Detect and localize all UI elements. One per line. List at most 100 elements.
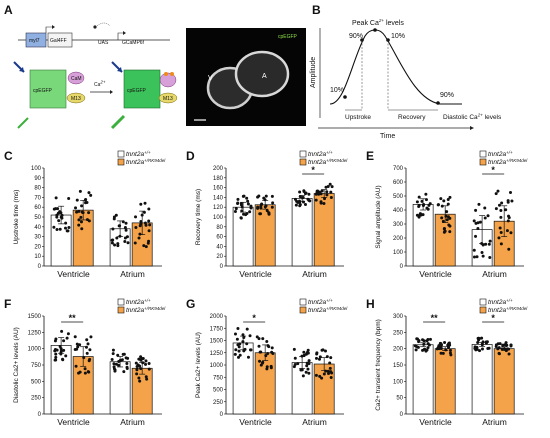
data-point [506, 219, 510, 223]
data-point [504, 208, 508, 212]
y-tick-label: 100 [31, 166, 42, 172]
data-point [84, 345, 88, 349]
legend-sup-mutant: +/RK94del [144, 158, 166, 163]
data-point [413, 344, 417, 348]
data-point [439, 351, 443, 355]
y-tick-label: 500 [393, 194, 404, 200]
upstroke-label: Upstroke [345, 114, 371, 121]
data-point [445, 210, 449, 214]
panel-f-label: F [4, 297, 11, 311]
data-point [486, 214, 490, 218]
legend-swatch-control [299, 150, 307, 158]
data-point [142, 244, 146, 248]
data-point [415, 200, 419, 204]
data-point [75, 210, 79, 214]
bar [131, 367, 153, 415]
data-point [143, 221, 147, 225]
data-point [246, 199, 250, 203]
data-point [236, 201, 240, 205]
data-point [123, 225, 127, 229]
category-label: Ventricle [57, 269, 90, 279]
data-point [138, 232, 142, 236]
data-point [237, 349, 241, 353]
data-point [319, 201, 323, 205]
data-point [484, 340, 488, 344]
significance-label: * [311, 165, 315, 175]
data-point [246, 355, 250, 359]
uas-dot [93, 25, 97, 29]
data-point [134, 215, 138, 219]
data-point [62, 339, 66, 343]
data-point [329, 356, 333, 360]
data-point [125, 365, 129, 369]
data-point [505, 229, 509, 233]
y-tick-label: 200 [393, 236, 404, 242]
y-tick-label: 0 [38, 412, 42, 418]
data-point [134, 226, 138, 230]
data-point [417, 195, 421, 199]
y-tick-label: 160 [213, 186, 224, 192]
data-point [420, 199, 424, 203]
data-point [78, 370, 82, 374]
data-point [303, 202, 307, 206]
data-point [87, 211, 91, 215]
y-tick-label: 0 [38, 264, 42, 270]
data-point [322, 372, 326, 376]
emission-arrow-right [110, 114, 126, 130]
y-tick-label: 250 [31, 396, 42, 402]
legend-label-mutant: tnnt2a+/RK94del [308, 158, 348, 166]
image-channel-label: cpEGFP [278, 34, 298, 40]
data-point [64, 354, 68, 358]
data-point [147, 219, 151, 223]
data-point [328, 366, 332, 370]
data-point [245, 196, 249, 200]
legend-swatch-mutant [479, 306, 487, 314]
data-point [139, 358, 143, 362]
data-point [296, 201, 300, 205]
data-point [76, 345, 80, 349]
myl7-label: myl7 [29, 38, 40, 44]
data-point [480, 251, 484, 255]
data-point [307, 371, 311, 375]
legend-label-control: tnnt2a+/+ [308, 298, 333, 306]
category-label: Atrium [302, 417, 327, 427]
data-point [58, 227, 62, 231]
data-point [441, 219, 445, 223]
data-point [83, 371, 87, 375]
data-point [314, 192, 318, 196]
excitation-arrow-right-head [117, 67, 122, 72]
data-point [441, 351, 445, 355]
data-point [120, 358, 124, 362]
data-point [292, 365, 296, 369]
data-point [270, 350, 274, 354]
legend-sup-mutant: +/RK94del [506, 158, 528, 163]
y-tick-label: 200 [393, 347, 404, 353]
data-point [329, 190, 333, 194]
y-axis-label: Upstroke time (ms) [13, 190, 20, 245]
y-tick-label: 750 [31, 363, 42, 369]
data-point [448, 230, 452, 234]
y-tick-label: 0 [400, 264, 404, 270]
data-point [143, 201, 147, 205]
y-tick-label: 300 [393, 222, 404, 228]
data-point [475, 255, 479, 259]
data-point [56, 211, 60, 215]
ca-binding-arrow-head [110, 90, 113, 94]
data-point [53, 339, 57, 343]
data-point [476, 340, 480, 344]
data-point [446, 198, 450, 202]
data-point [267, 345, 271, 349]
bar [493, 348, 515, 415]
data-point [301, 374, 305, 378]
y-tick-label: 150 [393, 363, 404, 369]
y-tick-label: 30 [34, 235, 41, 241]
data-point [147, 367, 151, 371]
y-tick-label: 250 [393, 330, 404, 336]
data-point [75, 198, 79, 202]
data-point [487, 346, 491, 350]
data-point [248, 210, 252, 214]
data-point [137, 376, 141, 380]
y-tick-label: 180 [213, 176, 224, 182]
chamber-a-label: A [262, 73, 267, 80]
